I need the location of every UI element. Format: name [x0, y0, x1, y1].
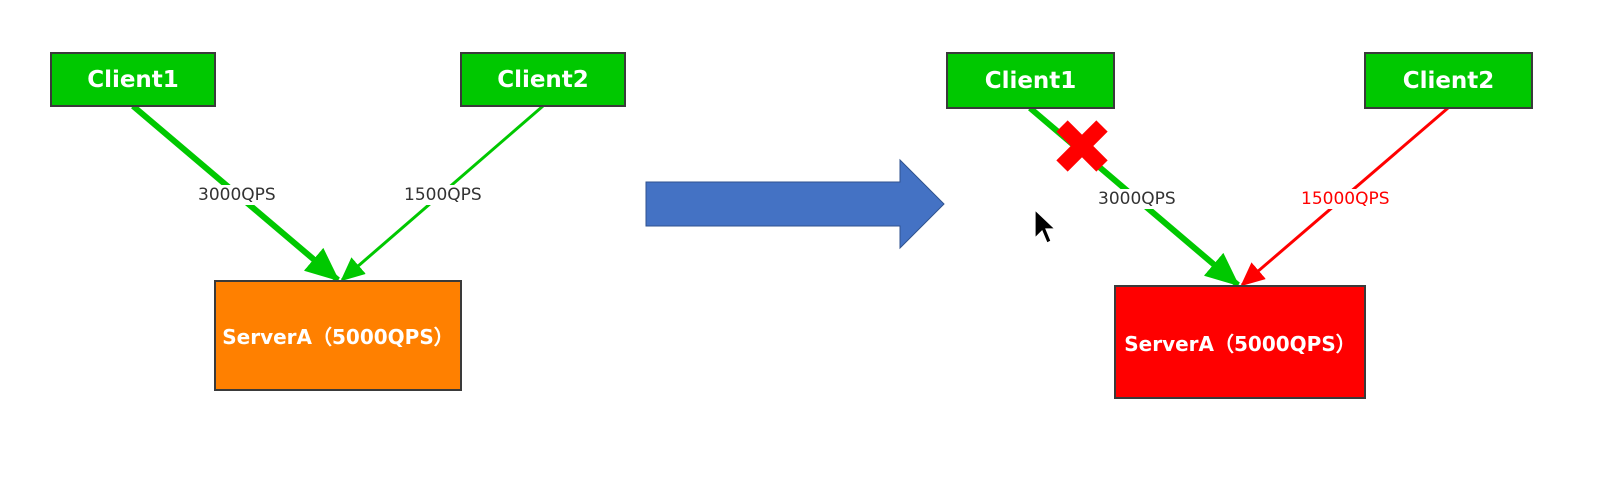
before-client1-box: Client1	[50, 52, 216, 107]
after-client2-box: Client2	[1364, 52, 1533, 109]
after-link2-label: 15000QPS	[1299, 189, 1392, 209]
after-server-box: ServerA（5000QPS）	[1114, 285, 1366, 399]
before-client2-box: Client2	[460, 52, 626, 107]
before-link2-label: 1500QPS	[402, 185, 484, 205]
right-arrow-icon	[645, 158, 945, 250]
before-server-box: ServerA（5000QPS）	[214, 280, 462, 391]
before-link1-label: 3000QPS	[196, 185, 278, 205]
red-x-icon	[1056, 120, 1108, 172]
after-client1-label: Client1	[984, 67, 1077, 94]
after-link1-label: 3000QPS	[1096, 189, 1178, 209]
mouse-cursor-icon	[1034, 208, 1057, 244]
before-client2-label: Client2	[497, 66, 589, 93]
after-client1-box: Client1	[946, 52, 1115, 109]
before-server-label: ServerA（5000QPS）	[222, 325, 454, 349]
after-server-label: ServerA（5000QPS）	[1124, 331, 1356, 356]
before-client1-label: Client1	[87, 66, 179, 93]
after-client2-label: Client2	[1402, 67, 1495, 94]
